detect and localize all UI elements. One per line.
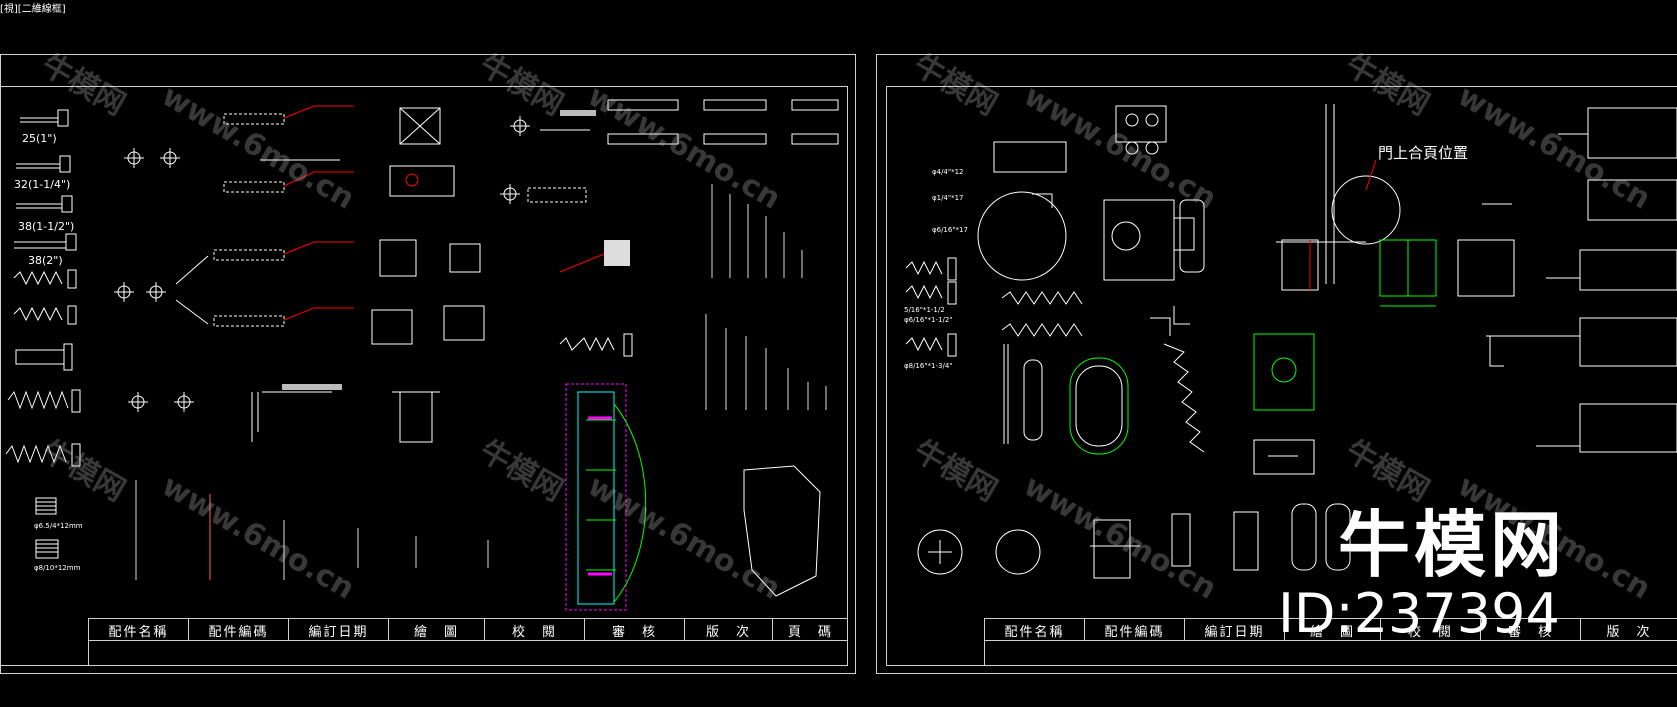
left-connectors (251, 107, 633, 443)
left-title-block-left-edge (88, 618, 89, 666)
right-hardware (905, 105, 1351, 579)
left-title-block-row2 (88, 640, 848, 641)
title-cell-part-code: 配件編碼 (188, 619, 288, 641)
left-title-block: 配件名稱 配件編碼 編訂日期 繪 圖 校 閱 審 核 版 次 頁 碼 (88, 618, 848, 641)
brand-logo-text: 牛模网 (1338, 503, 1567, 587)
title-cell-drawn: 繪 圖 (1284, 619, 1380, 641)
door-hinge-note: 門上合頁位置 (1378, 144, 1469, 162)
right-sheet-outer-frame (876, 54, 1677, 674)
right-screw-label-3: φ6/16"*17 (932, 226, 968, 234)
title-cell-drawn: 繪 圖 (388, 619, 484, 641)
left-bed-bracket (565, 383, 821, 611)
right-butt-hinges (1482, 107, 1677, 453)
right-screw-label-4: 5/16"*1-1/2 (904, 306, 945, 314)
right-hinge-layout (1276, 104, 1515, 307)
right-screw-label-1: φ4/4"*12 (932, 168, 964, 176)
title-cell-checked: 校 閱 (484, 619, 584, 641)
cam-label-2: φ8/10*12mm (34, 564, 81, 572)
right-title-block: 配件名稱 配件編碼 編訂日期 繪 圖 校 閱 審 核 版 次 (984, 618, 1677, 641)
title-cell-checked: 校 閱 (1380, 619, 1480, 641)
right-title-block-row2 (984, 640, 1677, 641)
screw-label-38a: 38(1-1/2") (18, 220, 75, 233)
title-cell-version: 版 次 (684, 619, 772, 641)
title-cell-date: 編訂日期 (288, 619, 388, 641)
viewport-title: [視][二維線框] (0, 4, 66, 15)
right-screw-label-6: φ8/16"*1-3/4" (904, 362, 953, 370)
left-fluted-dowels (607, 99, 839, 145)
title-cell-date: 編訂日期 (1184, 619, 1284, 641)
screw-label-38b: 38(2") (28, 254, 63, 267)
id-badge: ID:237394 (1278, 582, 1560, 645)
right-screw-label-5: φ6/16"*1-1/2" (904, 316, 953, 324)
right-screw-label-2: φ1/4"*17 (932, 194, 964, 202)
screw-label-32: 32(1-1/4") (14, 178, 71, 191)
title-cell-approved: 審 核 (1480, 619, 1580, 641)
left-screw-column (5, 109, 81, 559)
right-title-block-left-edge (984, 618, 985, 666)
title-cell-page: 頁 碼 (772, 619, 848, 641)
title-cell-version: 版 次 (1580, 619, 1677, 641)
right-sheet-inner-frame (886, 86, 1677, 666)
title-cell-approved: 審 核 (584, 619, 684, 641)
cam-label-1: φ6.5/4*12mm (34, 522, 83, 530)
left-sheet-inner-frame (0, 86, 848, 666)
title-cell-part-code: 配件編碼 (1084, 619, 1184, 641)
screw-label-25: 25(1") (22, 132, 57, 145)
left-wood-screws (135, 184, 827, 580)
left-dowel-pins (114, 105, 354, 412)
